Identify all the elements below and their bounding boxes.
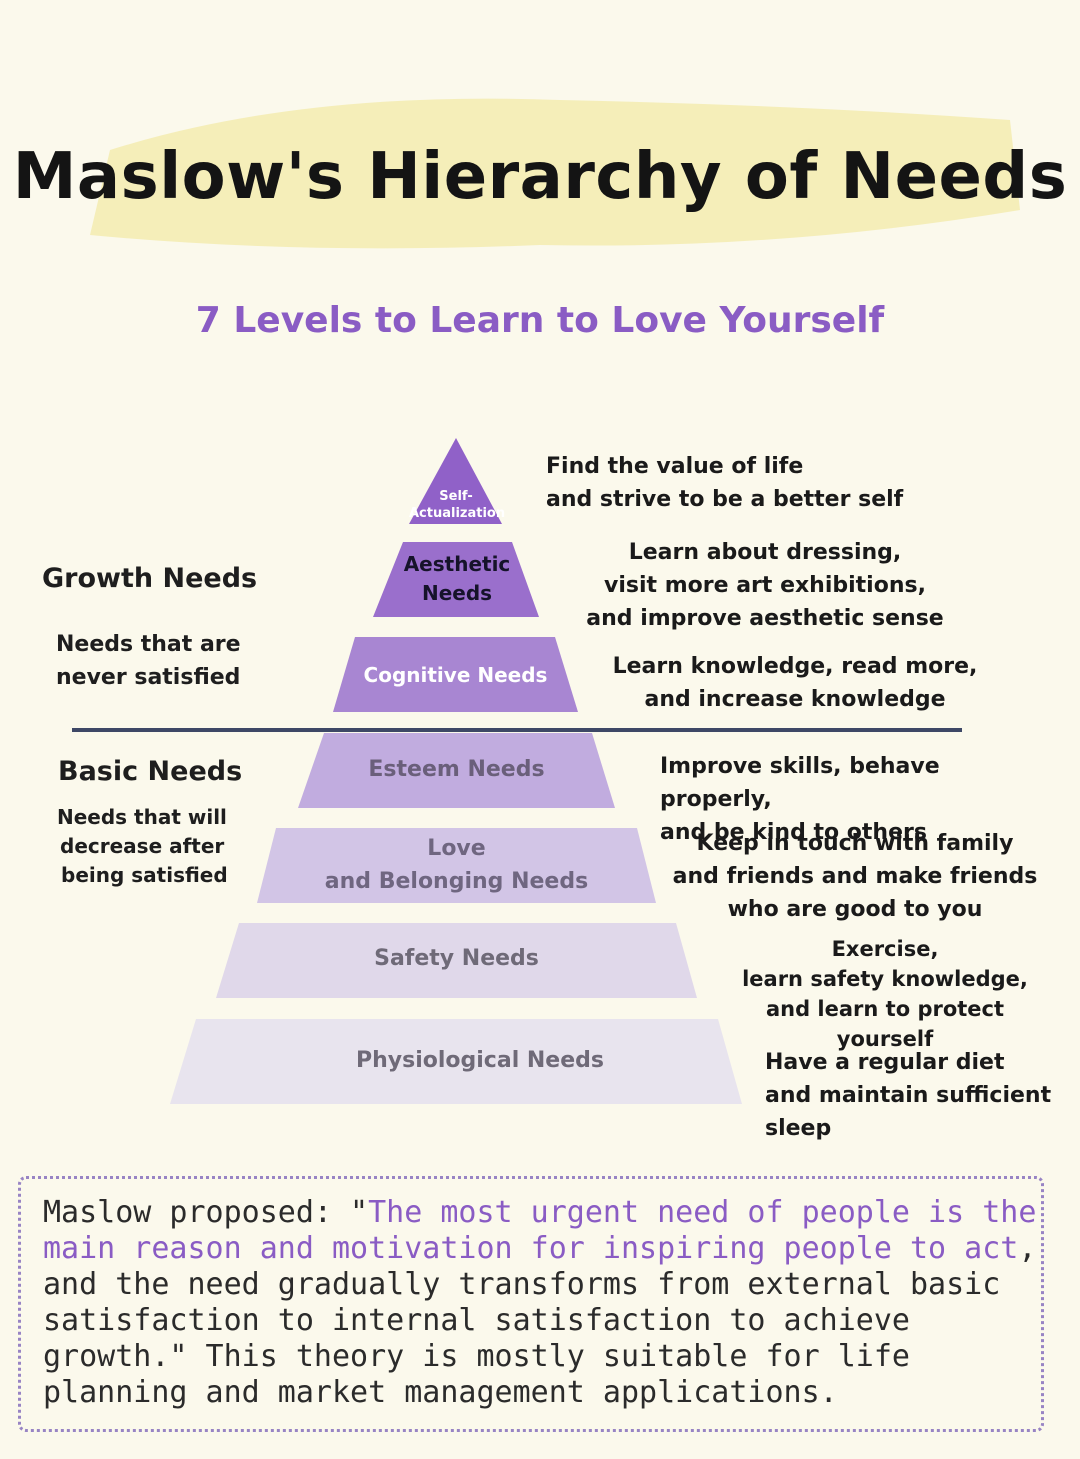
pyramid-level-5: [257, 828, 656, 903]
pyramid-level-label-5: Love and Belonging Needs: [257, 832, 656, 898]
highlight-shape: [90, 98, 1020, 249]
level-description-2: Learn about dressing, visit more art exhi…: [580, 536, 950, 635]
level-label-line: and Belonging Needs: [324, 869, 589, 894]
growth-basic-divider: [72, 728, 962, 732]
description-line: Have a regular diet: [765, 1050, 1005, 1075]
level-description-7: Have a regular diet and maintain sufficie…: [765, 1046, 1065, 1145]
description-line: and improve aesthetic sense: [586, 606, 944, 631]
note-box: Maslow proposed: "The most urgent need o…: [18, 1176, 1044, 1432]
level-description-5: Keep in touch with family and friends and…: [670, 827, 1040, 926]
highlighter-stroke: [90, 98, 1020, 249]
title-area: Maslow's Hierarchy of Needs: [0, 0, 1080, 280]
description-line: and learn to protect yourself: [765, 997, 1005, 1051]
pyramid-level-label-6: Safety Needs: [216, 944, 697, 974]
pyramid-level-4: [298, 733, 615, 808]
pyramid-level-label-4: Esteem Needs: [298, 755, 615, 785]
description-line: Find the value of life: [546, 454, 804, 479]
description-line: and friends and make friends: [672, 864, 1038, 889]
level-label-line: Needs: [421, 581, 493, 605]
pyramid-level-2: [373, 542, 539, 617]
level-description-6: Exercise, learn safety knowledge, and lear…: [720, 934, 1050, 1054]
growth-needs-heading: Growth Needs: [42, 563, 258, 594]
pyramid-level-label-7: Physiological Needs: [220, 1046, 740, 1076]
pyramid-level-3: [333, 637, 578, 712]
pyramid-level-label-1: Self- Actualization: [409, 488, 506, 522]
note-highlight: The most urgent need of people is the ma…: [43, 1195, 1037, 1266]
description-line: and strive to be a better self: [546, 487, 904, 512]
description-line: Learn knowledge, read more,: [612, 654, 978, 679]
level-description-4: Improve skills, behave properly, and be k…: [660, 750, 1050, 849]
page-subtitle: 7 Levels to Learn to Love Yourself: [195, 300, 885, 341]
level-description-1: Find the value of life and strive to be a…: [546, 450, 906, 516]
growth-needs-desc-1: Needs that are: [56, 632, 241, 657]
pyramid-level-label-3: Cognitive Needs: [333, 660, 578, 690]
description-line: who are good to you: [727, 897, 983, 922]
basic-needs-desc-3: being satisfied: [61, 863, 228, 887]
pyramid-level-7: [170, 1019, 742, 1104]
description-line: sleep: [765, 1116, 832, 1141]
level-label-line: Physiological Needs: [355, 1048, 604, 1073]
description-line: and be kind to others: [660, 820, 927, 845]
description-line: learn safety knowledge,: [742, 967, 1028, 991]
level-label-line: Esteem Needs: [368, 757, 545, 782]
pyramid-level-1: [409, 438, 502, 524]
description-line: visit more art exhibitions,: [604, 573, 926, 598]
level-label-line: Cognitive Needs: [363, 663, 548, 687]
level-label-line: Aesthetic: [403, 552, 511, 576]
pyramid-level-6: [216, 923, 697, 998]
basic-needs-heading: Basic Needs: [58, 756, 243, 787]
page-title: Maslow's Hierarchy of Needs: [12, 140, 1068, 214]
description-line: and increase knowledge: [644, 687, 946, 712]
level-label-line: Love: [427, 836, 486, 861]
note-prefix: Maslow proposed: ": [43, 1195, 369, 1230]
level-label-line: Self-: [439, 489, 473, 504]
basic-needs-desc-2: decrease after: [60, 834, 225, 858]
note-text: Maslow proposed: "The most urgent need o…: [43, 1195, 1043, 1411]
description-line: Keep in touch with family: [696, 831, 1014, 856]
description-line: Exercise,: [831, 937, 939, 961]
description-line: Learn about dressing,: [628, 540, 902, 565]
description-line: Improve skills, behave properly,: [660, 754, 940, 812]
note-rest: , and the need gradually transforms from…: [43, 1231, 1037, 1410]
description-line: and maintain sufficient: [765, 1083, 1052, 1108]
level-label-line: Safety Needs: [374, 946, 539, 971]
basic-needs-desc-1: Needs that will: [57, 805, 227, 829]
level-description-3: Learn knowledge, read more, and increase …: [605, 650, 985, 716]
growth-needs-desc-2: never satisfied: [56, 665, 241, 690]
level-label-line: Actualization: [409, 506, 506, 521]
